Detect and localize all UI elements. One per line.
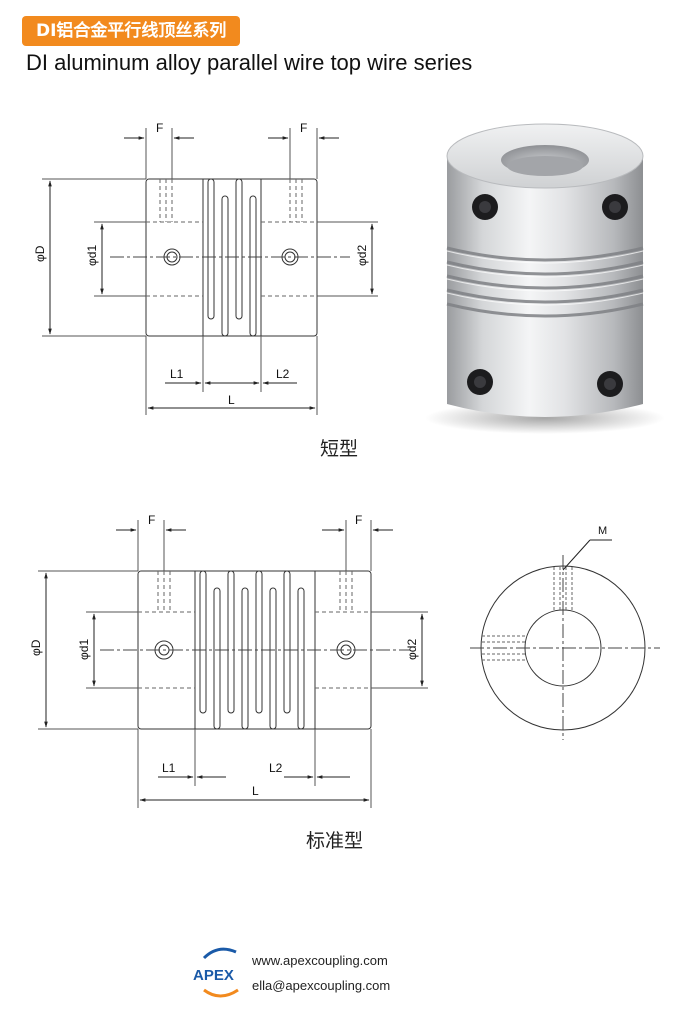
series-subtitle: DI aluminum alloy parallel wire top wire… bbox=[26, 50, 473, 75]
standard-label-l1: L1 bbox=[162, 761, 176, 775]
short-type-caption: 短型 bbox=[320, 438, 359, 460]
short-label-phi-d1: φd1 bbox=[85, 245, 99, 266]
short-label-phi-D: φD bbox=[33, 245, 47, 262]
apex-logo: APEX bbox=[193, 947, 239, 998]
website-link[interactable]: www.apexcoupling.com bbox=[252, 953, 388, 968]
apex-logo-text: APEX bbox=[193, 967, 234, 984]
standard-label-phi-d2: φd2 bbox=[405, 639, 419, 660]
short-label-l2: L2 bbox=[276, 367, 290, 381]
standard-label-phi-D: φD bbox=[29, 639, 43, 656]
short-dimension-labels: F F φD φd1 φd2 L1 L2 L bbox=[33, 121, 369, 407]
coupling-product-image bbox=[425, 123, 665, 434]
series-badge: DI铝合金平行线顶丝系列 bbox=[22, 16, 241, 46]
standard-dimension-labels: F F φD φd1 φd2 L1 L2 L bbox=[29, 513, 419, 798]
short-label-l: L bbox=[228, 393, 235, 407]
end-view-label-m: M bbox=[598, 525, 607, 537]
standard-label-phi-d1: φd1 bbox=[77, 639, 91, 660]
set-screw-icon bbox=[467, 194, 628, 397]
end-view-drawing bbox=[470, 539, 660, 740]
standard-label-l: L bbox=[252, 784, 259, 798]
standard-label-f-left: F bbox=[148, 513, 155, 527]
standard-type-caption: 标准型 bbox=[306, 830, 364, 852]
standard-label-l2: L2 bbox=[269, 761, 283, 775]
standard-coupling-drawing bbox=[38, 520, 428, 808]
short-coupling-drawing bbox=[42, 128, 378, 415]
short-label-f-right: F bbox=[300, 121, 307, 135]
short-label-f-left: F bbox=[156, 121, 163, 135]
short-label-l1: L1 bbox=[170, 367, 184, 381]
short-label-phi-d2: φd2 bbox=[355, 245, 369, 266]
email-link[interactable]: ella@apexcoupling.com bbox=[252, 978, 391, 993]
standard-label-f-right: F bbox=[355, 513, 362, 527]
